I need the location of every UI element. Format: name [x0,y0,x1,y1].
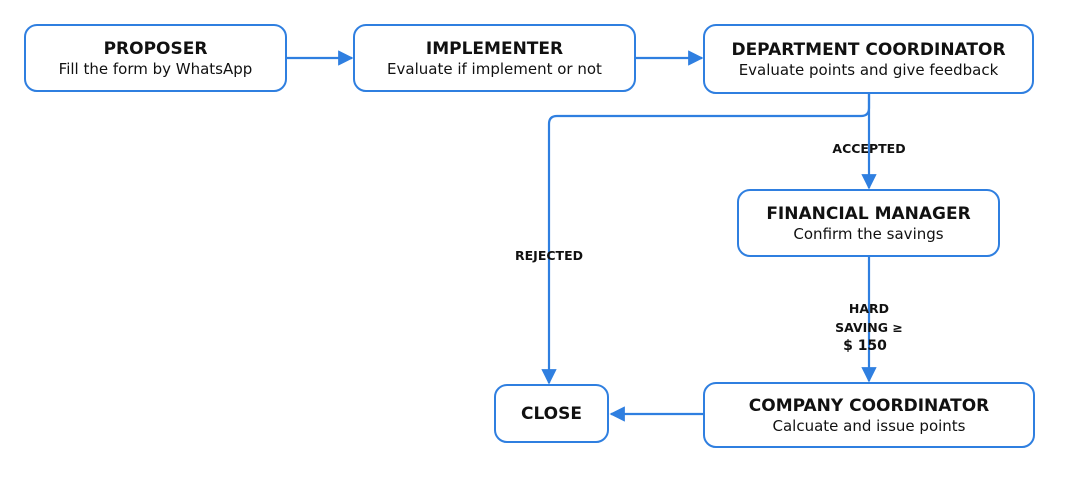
node-financial-manager-subtitle: Confirm the savings [793,224,944,243]
edge-label-hard-saving-amount: $ 150 [843,338,887,354]
node-proposer-title: PROPOSER [103,38,208,59]
node-company-coordinator-title: COMPANY COORDINATOR [748,395,990,416]
node-company-coordinator: COMPANY COORDINATOR Calcuate and issue p… [703,382,1035,448]
node-department-coordinator: DEPARTMENT COORDINATOR Evaluate points a… [703,24,1034,94]
node-company-coordinator-subtitle: Calcuate and issue points [772,416,966,435]
node-proposer: PROPOSER Fill the form by WhatsApp [24,24,287,92]
node-close: CLOSE [494,384,609,443]
edge-label-hard-saving-line2: SAVING ≥ [835,320,903,335]
node-department-coordinator-subtitle: Evaluate points and give feedback [738,60,999,79]
node-implementer-subtitle: Evaluate if implement or not [387,59,602,78]
node-financial-manager-title: FINANCIAL MANAGER [766,203,971,224]
node-financial-manager: FINANCIAL MANAGER Confirm the savings [737,189,1000,257]
arrow-department-coordinator-to-close [541,94,871,385]
edge-label-hard-saving-line1: HARD [848,301,890,316]
node-department-coordinator-title: DEPARTMENT COORDINATOR [731,39,1006,60]
node-proposer-subtitle: Fill the form by WhatsApp [58,59,253,78]
edge-label-accepted: ACCEPTED [832,141,906,156]
node-implementer: IMPLEMENTER Evaluate if implement or not [353,24,636,92]
node-implementer-title: IMPLEMENTER [425,38,564,59]
node-close-title: CLOSE [520,403,582,424]
edge-label-rejected: REJECTED [515,248,583,263]
